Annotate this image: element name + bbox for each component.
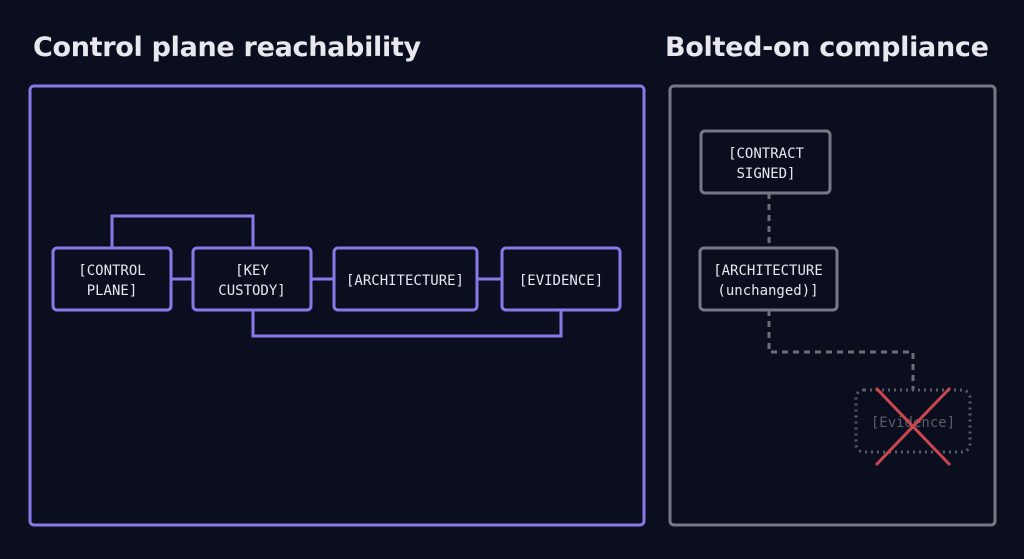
cross-out-stroke-2: [874, 386, 952, 467]
node-evidence-missing-line-1: [Evidence]: [871, 415, 955, 431]
node-architecture: [ARCHITECTURE]: [332, 246, 479, 312]
right-panel-frame: [668, 84, 997, 527]
node-key-custody-line-2: CUSTODY]: [218, 283, 285, 299]
left-panel-frame: [28, 84, 646, 527]
node-architecture-box: [332, 246, 479, 312]
node-contract-signed-line-2: SIGNED]: [736, 166, 795, 182]
node-evidence-missing: [Evidence]: [854, 386, 972, 467]
left-panel-title: Control plane reachability: [33, 32, 421, 63]
node-architecture-unchanged-line-1: [ARCHITECTURE: [713, 263, 823, 279]
node-evidence: [EVIDENCE]: [500, 246, 622, 312]
node-control-plane-line-1: [CONTROL: [78, 263, 145, 279]
node-architecture-unchanged-box: [698, 246, 839, 312]
node-key-custody: [KEY CUSTODY]: [191, 246, 313, 312]
node-key-custody-line-1: [KEY: [235, 263, 269, 279]
node-architecture-unchanged: [ARCHITECTURE (unchanged)]: [698, 246, 839, 312]
node-evidence-line-1: [EVIDENCE]: [519, 273, 603, 289]
connector-bottom-loop: [251, 310, 563, 338]
node-contract-signed-box: [699, 129, 832, 195]
connector-top-loop: [110, 214, 255, 248]
node-key-custody-box: [191, 246, 313, 312]
node-control-plane: [CONTROL PLANE]: [51, 246, 173, 312]
connector-architecture-evidence-dashed: [767, 310, 915, 390]
node-control-plane-line-2: PLANE]: [87, 283, 138, 299]
node-evidence-box: [500, 246, 622, 312]
node-contract-signed: [CONTRACT SIGNED]: [699, 129, 832, 195]
node-architecture-line-1: [ARCHITECTURE]: [346, 273, 464, 289]
node-control-plane-box: [51, 246, 173, 312]
node-architecture-unchanged-line-2: (unchanged)]: [717, 283, 818, 299]
right-panel-title: Bolted-on compliance: [665, 32, 989, 63]
node-evidence-missing-box: [854, 388, 972, 454]
node-contract-signed-line-1: [CONTRACT: [728, 146, 804, 162]
